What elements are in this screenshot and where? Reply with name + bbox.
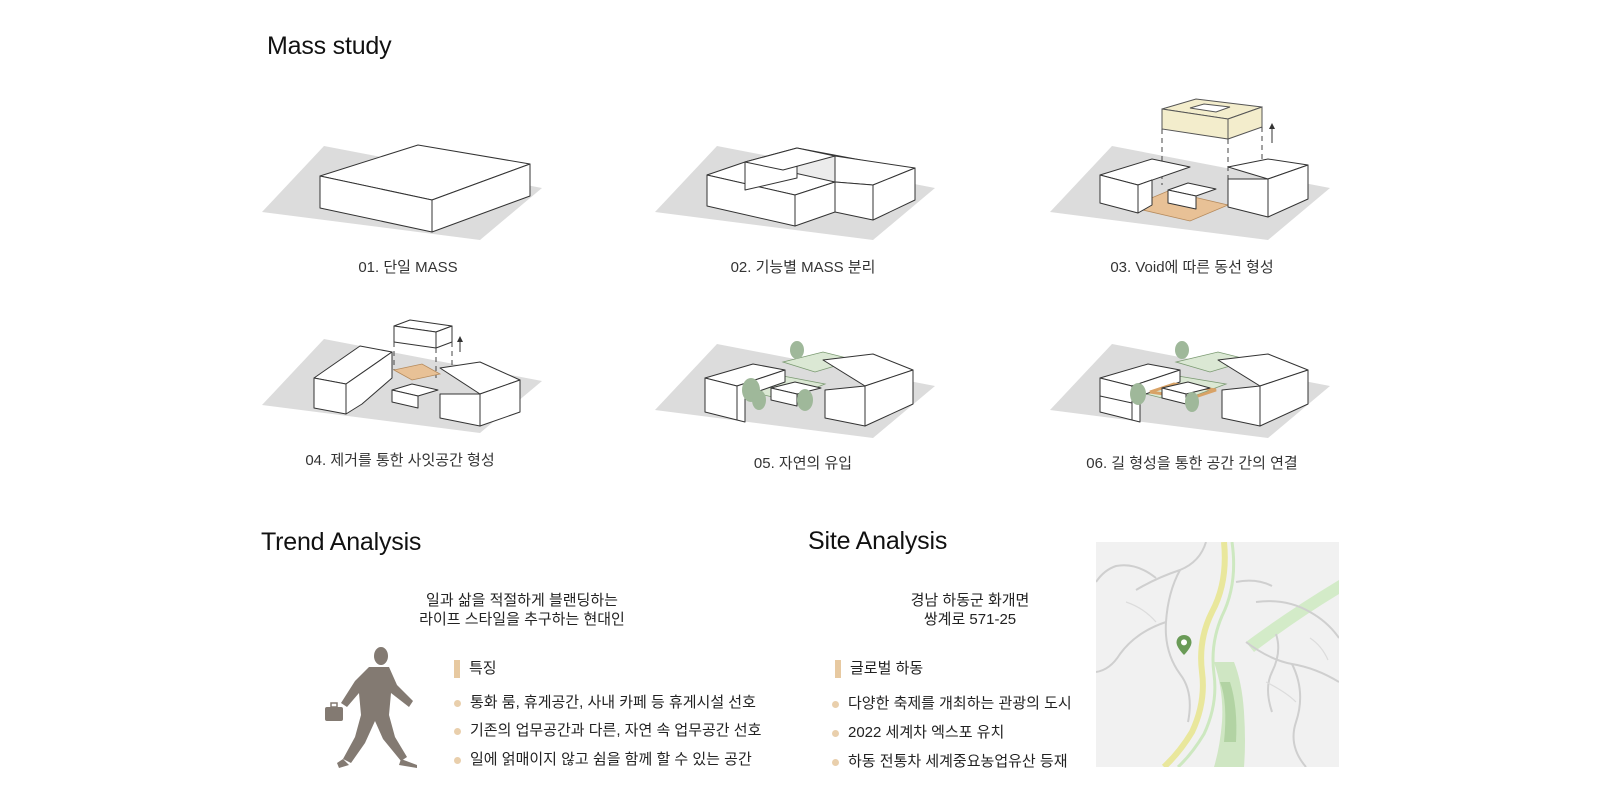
bullet-dot	[454, 727, 461, 735]
walking-businessman-icon	[325, 645, 421, 769]
site-analysis-title: Site Analysis	[808, 527, 948, 555]
trend-bullet-2: 기존의 업무공간과 다른, 자연 속 업무공간 선호	[454, 719, 761, 740]
site-bullet-text-1: 다양한 축제를 개최하는 관광의 도시	[848, 695, 1072, 712]
bullet-dot	[454, 756, 461, 764]
site-bullet-3: 하동 전통차 세계중요농업유산 등재	[832, 750, 1068, 771]
mass-caption-04: 04. 제거를 통한 사잇공간 형성	[305, 452, 495, 469]
mass-caption-02: 02. 기능별 MASS 분리	[730, 259, 876, 276]
site-bullet-1: 다양한 축제를 개최하는 관광의 도시	[832, 692, 1072, 713]
site-map[interactable]	[1095, 541, 1340, 770]
mass-diagram-03	[1050, 95, 1340, 250]
mass-study-title: Mass study	[267, 32, 392, 60]
site-bullet-2: 2022 세계차 엑스포 유치	[832, 721, 1004, 742]
bullet-dot	[832, 758, 839, 766]
trend-section-header: 특징	[454, 657, 497, 679]
mass-caption-05: 05. 자연의 유입	[753, 455, 853, 472]
site-address: 경남 하동군 화개면 쌍계로 571-25	[870, 591, 1070, 629]
mass-caption-01: 01. 단일 MASS	[358, 259, 458, 276]
trend-bullet-1: 통화 룸, 휴게공간, 사내 카페 등 휴게시설 선호	[454, 691, 756, 712]
site-address-line-2: 쌍계로 571-25	[923, 611, 1017, 628]
mass-diagram-02	[655, 140, 945, 250]
mass-diagram-06	[1050, 338, 1340, 448]
site-bullet-text-2: 2022 세계차 엑스포 유치	[848, 724, 1005, 741]
bullet-dot	[832, 729, 839, 737]
site-address-line-1: 경남 하동군 화개면	[910, 592, 1030, 609]
bullet-dot	[832, 700, 839, 708]
trend-bullet-3: 일에 얽매이지 않고 쉼을 함께 할 수 있는 공간	[454, 748, 752, 769]
trend-slogan-line-1: 일과 삶을 적절하게 블랜딩하는	[426, 592, 618, 609]
site-section-header: 글로벌 하동	[835, 657, 924, 679]
trend-bullet-text-3: 일에 얽매이지 않고 쉼을 함께 할 수 있는 공간	[470, 751, 752, 768]
location-pin-icon[interactable]	[1176, 635, 1192, 655]
accent-bar	[454, 660, 460, 679]
site-bullet-text-3: 하동 전통차 세계중요농업유산 등재	[848, 753, 1068, 770]
mass-caption-03: 03. Void에 따른 동선 형성	[1110, 259, 1274, 276]
accent-bar	[835, 660, 841, 679]
trend-section-label: 특징	[469, 660, 497, 677]
trend-bullet-text-1: 통화 룸, 휴게공간, 사내 카페 등 휴게시설 선호	[470, 694, 756, 711]
bullet-dot	[454, 699, 461, 707]
trend-bullet-text-2: 기존의 업무공간과 다른, 자연 속 업무공간 선호	[470, 722, 762, 739]
mass-diagram-05	[655, 338, 945, 448]
trend-slogan: 일과 삶을 적절하게 블랜딩하는 라이프 스타일을 추구하는 현대인	[372, 591, 672, 629]
trend-analysis-title: Trend Analysis	[261, 528, 422, 556]
trend-slogan-line-2: 라이프 스타일을 추구하는 현대인	[419, 611, 625, 628]
site-section-label: 글로벌 하동	[850, 660, 924, 677]
mass-caption-06: 06. 길 형성을 통한 공간 간의 연결	[1086, 455, 1298, 472]
mass-diagram-01	[262, 140, 552, 250]
mass-diagram-04	[262, 318, 552, 443]
